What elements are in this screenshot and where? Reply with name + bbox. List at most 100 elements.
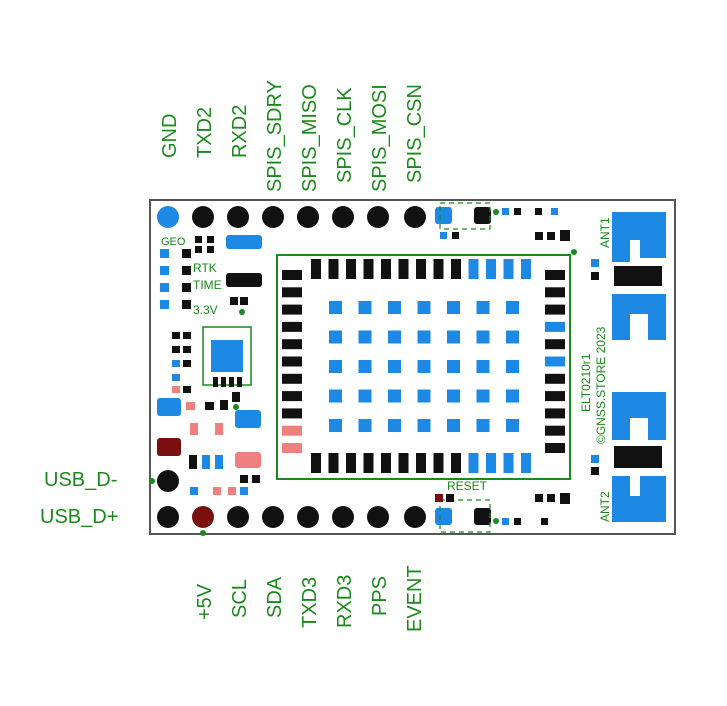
smd-pad	[535, 494, 543, 502]
module-edge-pad	[545, 425, 565, 436]
board-copyright: ©GNSS.STORE 2023	[594, 326, 608, 444]
left-components	[157, 235, 262, 495]
ant-pad	[612, 212, 666, 240]
smd-pad	[215, 423, 223, 435]
pin-label-spis-mosi: SPIS_MOSI	[369, 84, 391, 192]
smd-pad	[172, 386, 180, 393]
module-edge-pad	[521, 259, 531, 279]
silk-ant2: ANT2	[598, 491, 612, 522]
ant-pad	[648, 418, 666, 440]
module-edge-pad	[398, 259, 409, 279]
ant-pad	[612, 392, 666, 418]
smd-pad	[182, 283, 191, 292]
pad-spis-mosi	[367, 206, 389, 228]
smd-pad	[237, 377, 242, 387]
switch-pad	[474, 508, 491, 525]
module-edge-pad	[503, 259, 514, 279]
smd-pad	[186, 402, 195, 410]
smd-pad	[160, 283, 169, 292]
ant-pad	[612, 240, 630, 262]
pin-label-spis-clk: SPIS_CLK	[334, 87, 356, 183]
smd-pad	[591, 455, 599, 463]
module-edge-pad	[282, 443, 302, 453]
pin-label-spis-miso: SPIS_MISO	[299, 84, 321, 192]
smd-pad	[190, 423, 198, 435]
smd-pad	[514, 208, 521, 215]
smd-pad	[189, 455, 197, 469]
smd-pad	[213, 487, 221, 495]
module-edge-pad	[433, 453, 444, 473]
module-edge-pad	[545, 287, 565, 298]
pin-label-txd2: TXD2	[194, 107, 216, 158]
via-dot	[149, 478, 155, 484]
module-edge-pad	[282, 356, 302, 367]
module-edge-pad	[346, 259, 356, 279]
module-grid-pad	[329, 301, 342, 314]
module-edge-pad	[282, 373, 302, 384]
module-edge-pad	[311, 259, 321, 279]
smd-pad	[182, 300, 191, 309]
module-edge-pad	[282, 270, 302, 280]
pin-label-scl: SCL	[229, 579, 251, 618]
module-edge-pad	[521, 453, 531, 473]
pad-spis-sdry	[262, 206, 284, 228]
module-edge-pad	[363, 259, 374, 279]
ant-pad	[640, 476, 666, 496]
pad-spis-miso	[297, 206, 319, 228]
ant-pad	[648, 314, 666, 340]
module-edge-pad	[545, 391, 565, 402]
module-edge-pad	[486, 453, 496, 473]
ant-pin	[614, 266, 662, 286]
ic-chip	[211, 340, 243, 372]
switch-outline	[439, 202, 491, 230]
smd-pad	[452, 232, 459, 239]
module-edge-pad	[311, 453, 321, 473]
silk-geo: GEO	[161, 236, 186, 248]
pin-label-pps: PPS	[369, 576, 391, 616]
smd-pad	[240, 487, 248, 495]
ic-outline	[202, 326, 252, 386]
silk-33v: 3.3V	[193, 303, 218, 317]
pin-label-usb-dm: USB_D-	[44, 469, 117, 491]
ant1-connector: ANT1	[591, 212, 666, 340]
pad-txd2	[192, 206, 214, 228]
smd-pad	[213, 377, 218, 387]
module-edge-pad	[381, 453, 391, 473]
ant-pad	[612, 418, 630, 440]
module-edge-pad	[545, 339, 565, 350]
smd-pad	[195, 236, 202, 243]
large-pad	[157, 438, 181, 456]
module-edge-pad	[545, 443, 565, 453]
module-grid-pad	[476, 301, 490, 314]
module-grid-pad	[329, 419, 342, 432]
pad-sda	[262, 506, 284, 528]
smd-pad	[228, 487, 236, 495]
module-edge-pad	[451, 453, 461, 473]
pin-label-event: EVENT	[404, 565, 426, 632]
module-edge-pad	[486, 259, 496, 279]
large-pad	[235, 410, 261, 428]
board-name: ELT0210r1	[579, 353, 593, 412]
smd-pad	[220, 400, 228, 410]
smd-pad	[221, 377, 226, 387]
pin-label-spis-csn: SPIS_CSN	[404, 84, 426, 183]
pin-label-sda: SDA	[264, 576, 286, 618]
module-edge-pad	[282, 339, 302, 350]
module-grid-pad	[506, 419, 519, 432]
smd-pad	[172, 346, 180, 353]
module-edge-pad	[545, 373, 565, 384]
silk-ant1: ANT1	[598, 217, 612, 248]
module-edge-pad	[545, 270, 565, 280]
via-dot	[239, 309, 245, 315]
module-grid-pad	[417, 301, 431, 314]
ant2-connector: ANT2	[591, 392, 666, 522]
module-grid-pad	[506, 389, 519, 403]
smd-pad	[591, 467, 599, 475]
large-pad	[235, 452, 261, 468]
module-edge-pad	[282, 287, 302, 298]
pin-label-spis-sdry: SPIS_SDRY	[264, 80, 286, 192]
module-grid-pad	[476, 360, 490, 373]
module-edge-pad	[282, 304, 302, 315]
pad-txd3	[297, 506, 319, 528]
module-edge-pad	[282, 425, 302, 436]
